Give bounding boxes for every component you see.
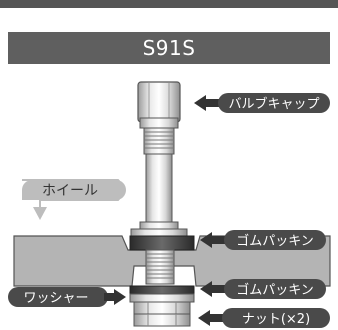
washer bbox=[129, 293, 195, 303]
diagram-title: S91S bbox=[8, 32, 330, 64]
arrow-right-icon bbox=[114, 289, 126, 305]
valve-cap-label: バルブキャップ bbox=[228, 96, 319, 112]
down-arrow-icon bbox=[33, 207, 47, 220]
arrow-left-icon bbox=[198, 310, 210, 326]
callout-rubber-packing-upper: ゴムパッキン bbox=[200, 230, 326, 250]
upper-rubber-packing bbox=[129, 235, 195, 251]
wheel-text: ホイール bbox=[42, 183, 98, 199]
upper-thread bbox=[143, 127, 175, 155]
nuts bbox=[133, 301, 191, 327]
callout-rubber-packing-lower: ゴムパッキン bbox=[200, 279, 326, 299]
lower-rubber-packing bbox=[129, 285, 195, 295]
washer-label: ワッシャー bbox=[23, 291, 88, 306]
arrow-left-icon bbox=[200, 232, 212, 248]
arrow-left-icon bbox=[200, 281, 212, 297]
valve-stem bbox=[130, 153, 188, 238]
callout-washer: ワッシャー bbox=[8, 287, 126, 307]
rubber-packing-lower-label: ゴムパッキン bbox=[236, 282, 314, 298]
callout-nut: ナット(×2) bbox=[198, 308, 330, 328]
rubber-packing-upper-label: ゴムパッキン bbox=[236, 233, 314, 249]
arrow-left-icon bbox=[194, 95, 206, 111]
callout-valve-cap: バルブキャップ bbox=[194, 93, 330, 113]
nut-label: ナット(×2) bbox=[242, 312, 310, 327]
wheel-label: ホイール bbox=[22, 179, 126, 220]
top-rule bbox=[0, 0, 338, 8]
shank-thread bbox=[145, 249, 175, 285]
valve-cap bbox=[137, 81, 181, 129]
